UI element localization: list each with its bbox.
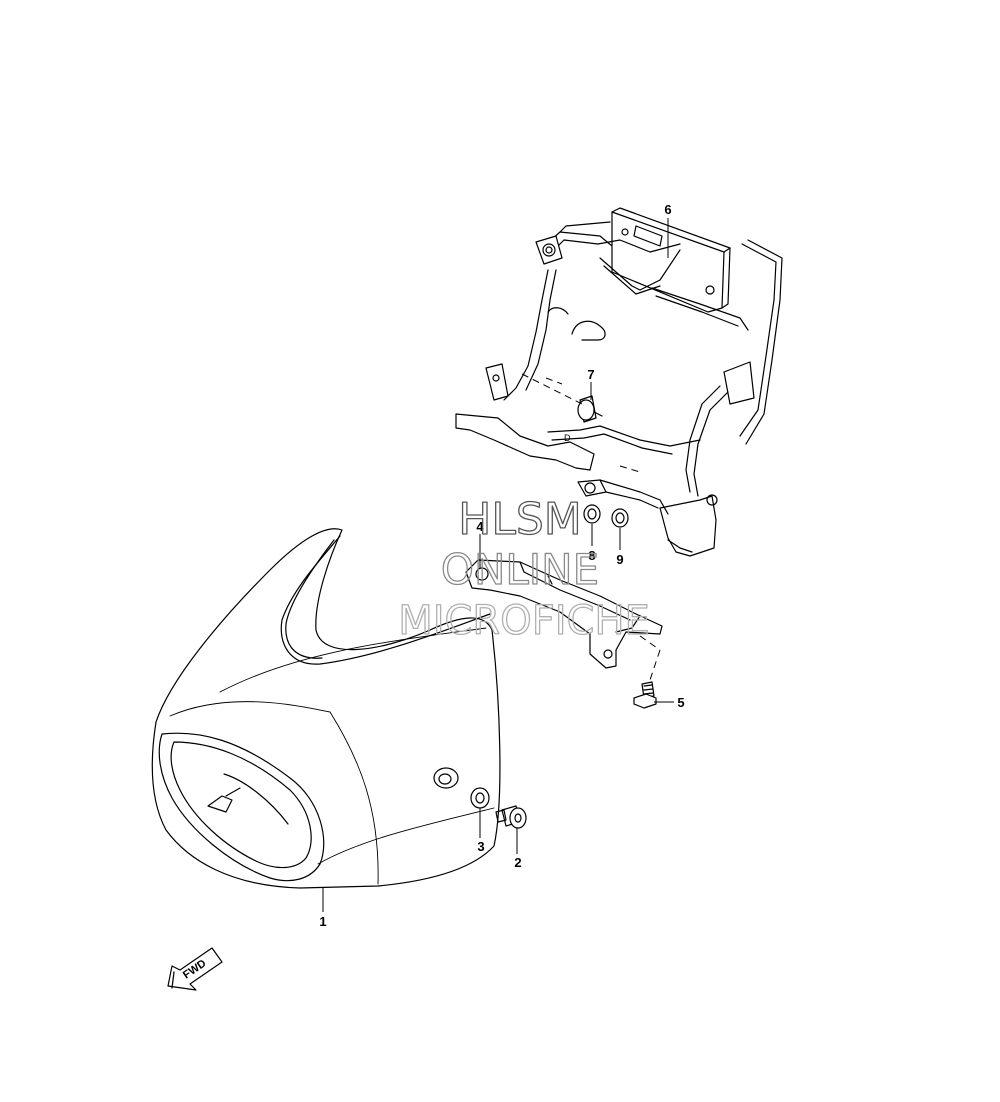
watermark: HLSM ONLINE MICROFICHE	[398, 493, 651, 644]
callout-6: 6	[664, 202, 671, 217]
forward-direction-arrow: FWD	[167, 947, 223, 991]
collar-part-9	[611, 508, 629, 528]
washer-part-3	[470, 787, 490, 809]
grommet-part-8	[583, 504, 601, 524]
lower-bracket-part-4	[465, 559, 663, 687]
watermark-line-2: ONLINE	[441, 545, 599, 594]
callout-8: 8	[588, 548, 595, 563]
svg-text:D: D	[564, 433, 571, 443]
callout-labels: 6 7 4 8 9 5 3 2 1	[319, 202, 684, 929]
callout-4: 4	[476, 519, 484, 534]
callout-9: 9	[616, 552, 623, 567]
callout-1: 1	[319, 914, 326, 929]
callout-5: 5	[677, 695, 684, 710]
watermark-line-1: HLSM	[458, 494, 582, 545]
callout-7: 7	[587, 367, 594, 382]
bolt-part-5	[633, 681, 657, 709]
watermark-line-3: MICROFICHE	[398, 598, 650, 644]
screw-part-2	[495, 805, 527, 829]
callout-2: 2	[514, 855, 521, 870]
leader-lines	[322, 218, 674, 912]
callout-3: 3	[477, 839, 484, 854]
headlamp-cowl-part-1	[151, 528, 501, 889]
headlamp-bracket-part-6: D	[455, 207, 783, 557]
